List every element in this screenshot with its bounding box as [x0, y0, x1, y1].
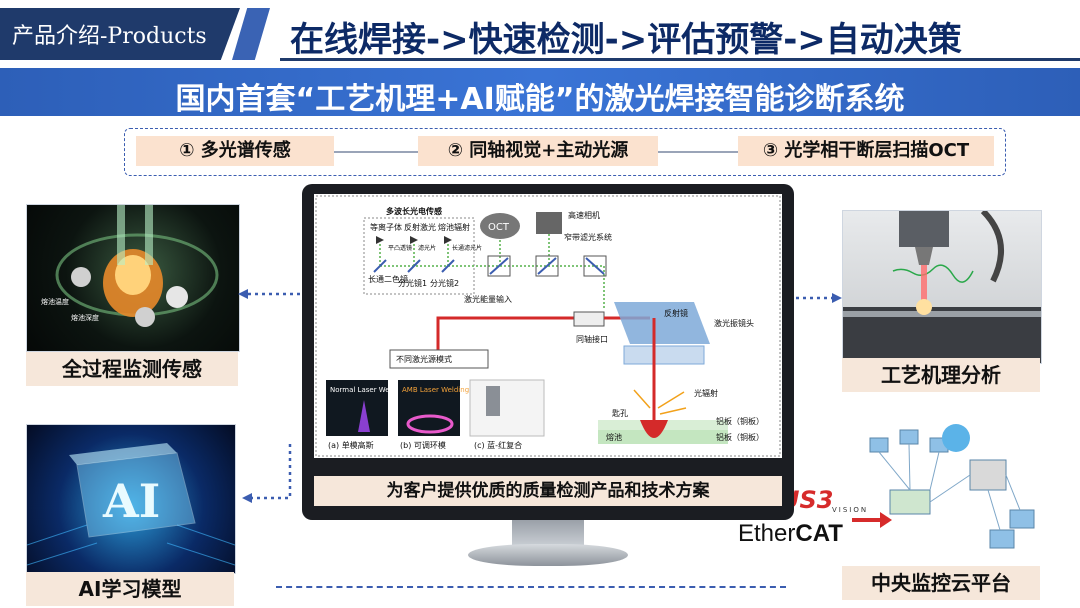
- oct-module: [480, 213, 520, 239]
- mode-c-image: [469, 379, 545, 437]
- label-plate: 铝板（铜板）: [716, 432, 764, 442]
- mode-b-text: AMB Laser Welding: [402, 386, 469, 394]
- label-camera: 高速相机: [568, 210, 600, 220]
- label-laser-input: 激光能量输入: [464, 294, 512, 304]
- monitor-caption: 为客户提供优质的质量检测产品和技术方案: [314, 476, 782, 506]
- cloud-platform-diagram: [860, 420, 1060, 570]
- mode-a-label: (a) 单模高斯: [328, 440, 374, 450]
- label-pool: 熔池: [606, 432, 622, 442]
- monitor-stand: [468, 544, 628, 566]
- overlay-label: 熔池温度: [41, 298, 69, 306]
- caption-process-monitoring: 全过程监测传感: [26, 352, 238, 386]
- galvo-head: [623, 345, 705, 365]
- label-radiation: 光辐射: [694, 388, 718, 398]
- label-detector: 熔池辐射: [438, 222, 470, 232]
- label-multiwave: 多波长光电传感: [386, 206, 442, 216]
- header-section-tag: 产品介绍-Products: [0, 8, 240, 60]
- system-schematic: 多波长光电传感 等离子体 反射激光 熔池辐射 平凸透镜 滤光片 长通滤光片 长通…: [315, 195, 781, 457]
- caption-cloud-platform: 中央监控云平台: [842, 566, 1040, 600]
- monitor-screen: 多波长光电传感 等离子体 反射激光 熔池辐射 平凸透镜 滤光片 长通滤光片 长通…: [314, 194, 782, 458]
- ethercat-logo: EtherCAT: [738, 520, 843, 547]
- red-arrow-icon: [852, 512, 892, 528]
- feature-coaxial-vision: ② 同轴视觉+主动光源: [418, 136, 658, 166]
- feature-connector: [334, 151, 418, 153]
- process-mechanism-image: [842, 210, 1042, 364]
- caption-ai-model: AI学习模型: [26, 572, 234, 606]
- label-dichroic: 长通二色镜: [368, 274, 408, 284]
- label-splitter: 分光镜2: [430, 278, 459, 288]
- us3-logo-sub: VISION: [832, 506, 869, 514]
- page-title: 在线焊接->快速检测->评估预警->自动决策: [290, 20, 962, 60]
- section-tag-text: 产品介绍-Products: [12, 24, 207, 49]
- mode-a-text: Normal Laser Welding: [330, 386, 407, 394]
- label-oct: OCT: [488, 222, 510, 233]
- monitor-neck: [512, 520, 584, 546]
- label-reflector: 反射镜: [664, 308, 688, 318]
- feature-connector: [658, 151, 738, 153]
- label-filter: 平凸透镜: [388, 244, 412, 252]
- feature-oct: ③ 光学相干断层扫描OCT: [738, 136, 994, 166]
- melt-pool: [640, 420, 668, 438]
- label-modes: 不同激光源模式: [396, 354, 452, 364]
- label-filter: 滤光片: [418, 244, 436, 252]
- bottom-plate: [598, 430, 728, 444]
- laser-path: [436, 316, 574, 360]
- caption-process-mechanism: 工艺机理分析: [842, 358, 1040, 392]
- monitoring-sensor-image: 熔池温度 熔池深度: [26, 204, 240, 352]
- ai-model-image: AI: [26, 424, 236, 574]
- overlay-label: 熔池深度: [71, 314, 99, 322]
- camera-icon: [536, 212, 562, 234]
- coax-interface: [573, 311, 605, 327]
- modes-label-box: [389, 349, 489, 369]
- mode-a-image: [326, 380, 388, 436]
- gaussian-profile: [358, 400, 370, 432]
- composite-head: [486, 386, 500, 416]
- label-plate: 铝板（铜板）: [716, 416, 764, 426]
- label-coax: 同轴接口: [576, 334, 608, 344]
- feature-multispectral: ① 多光谱传感: [136, 136, 334, 166]
- reflector-mirror: [614, 302, 710, 344]
- detector-icon: [376, 236, 384, 244]
- sensing-box: [363, 217, 475, 295]
- ring-profile: [406, 414, 454, 434]
- ai-cube-text: AI: [102, 474, 160, 528]
- label-narrowband: 窄带滤光系统: [564, 232, 612, 242]
- label-detector: 反射激光: [404, 222, 436, 232]
- label-splitter: 分光镜1: [398, 278, 427, 288]
- bottom-divider: [276, 586, 786, 588]
- mode-c-label: (c) 蓝-红复合: [474, 440, 522, 450]
- detector-icon: [410, 236, 418, 244]
- feature-row-frame: [124, 128, 1006, 176]
- label-filter: 长通滤光片: [452, 244, 482, 252]
- header-divider: [280, 58, 1080, 61]
- label-galvo: 激光振镜头: [714, 318, 754, 328]
- system-banner: 国内首套“工艺机理+AI赋能”的激光焊接智能诊断系统: [0, 68, 1080, 117]
- detector-icon: [444, 236, 452, 244]
- label-keyhole: 匙孔: [612, 408, 628, 418]
- banner-text: 国内首套“工艺机理+AI赋能”的激光焊接智能诊断系统: [175, 82, 905, 117]
- label-detector: 等离子体: [370, 222, 402, 232]
- mode-b-label: (b) 可调环模: [400, 440, 446, 450]
